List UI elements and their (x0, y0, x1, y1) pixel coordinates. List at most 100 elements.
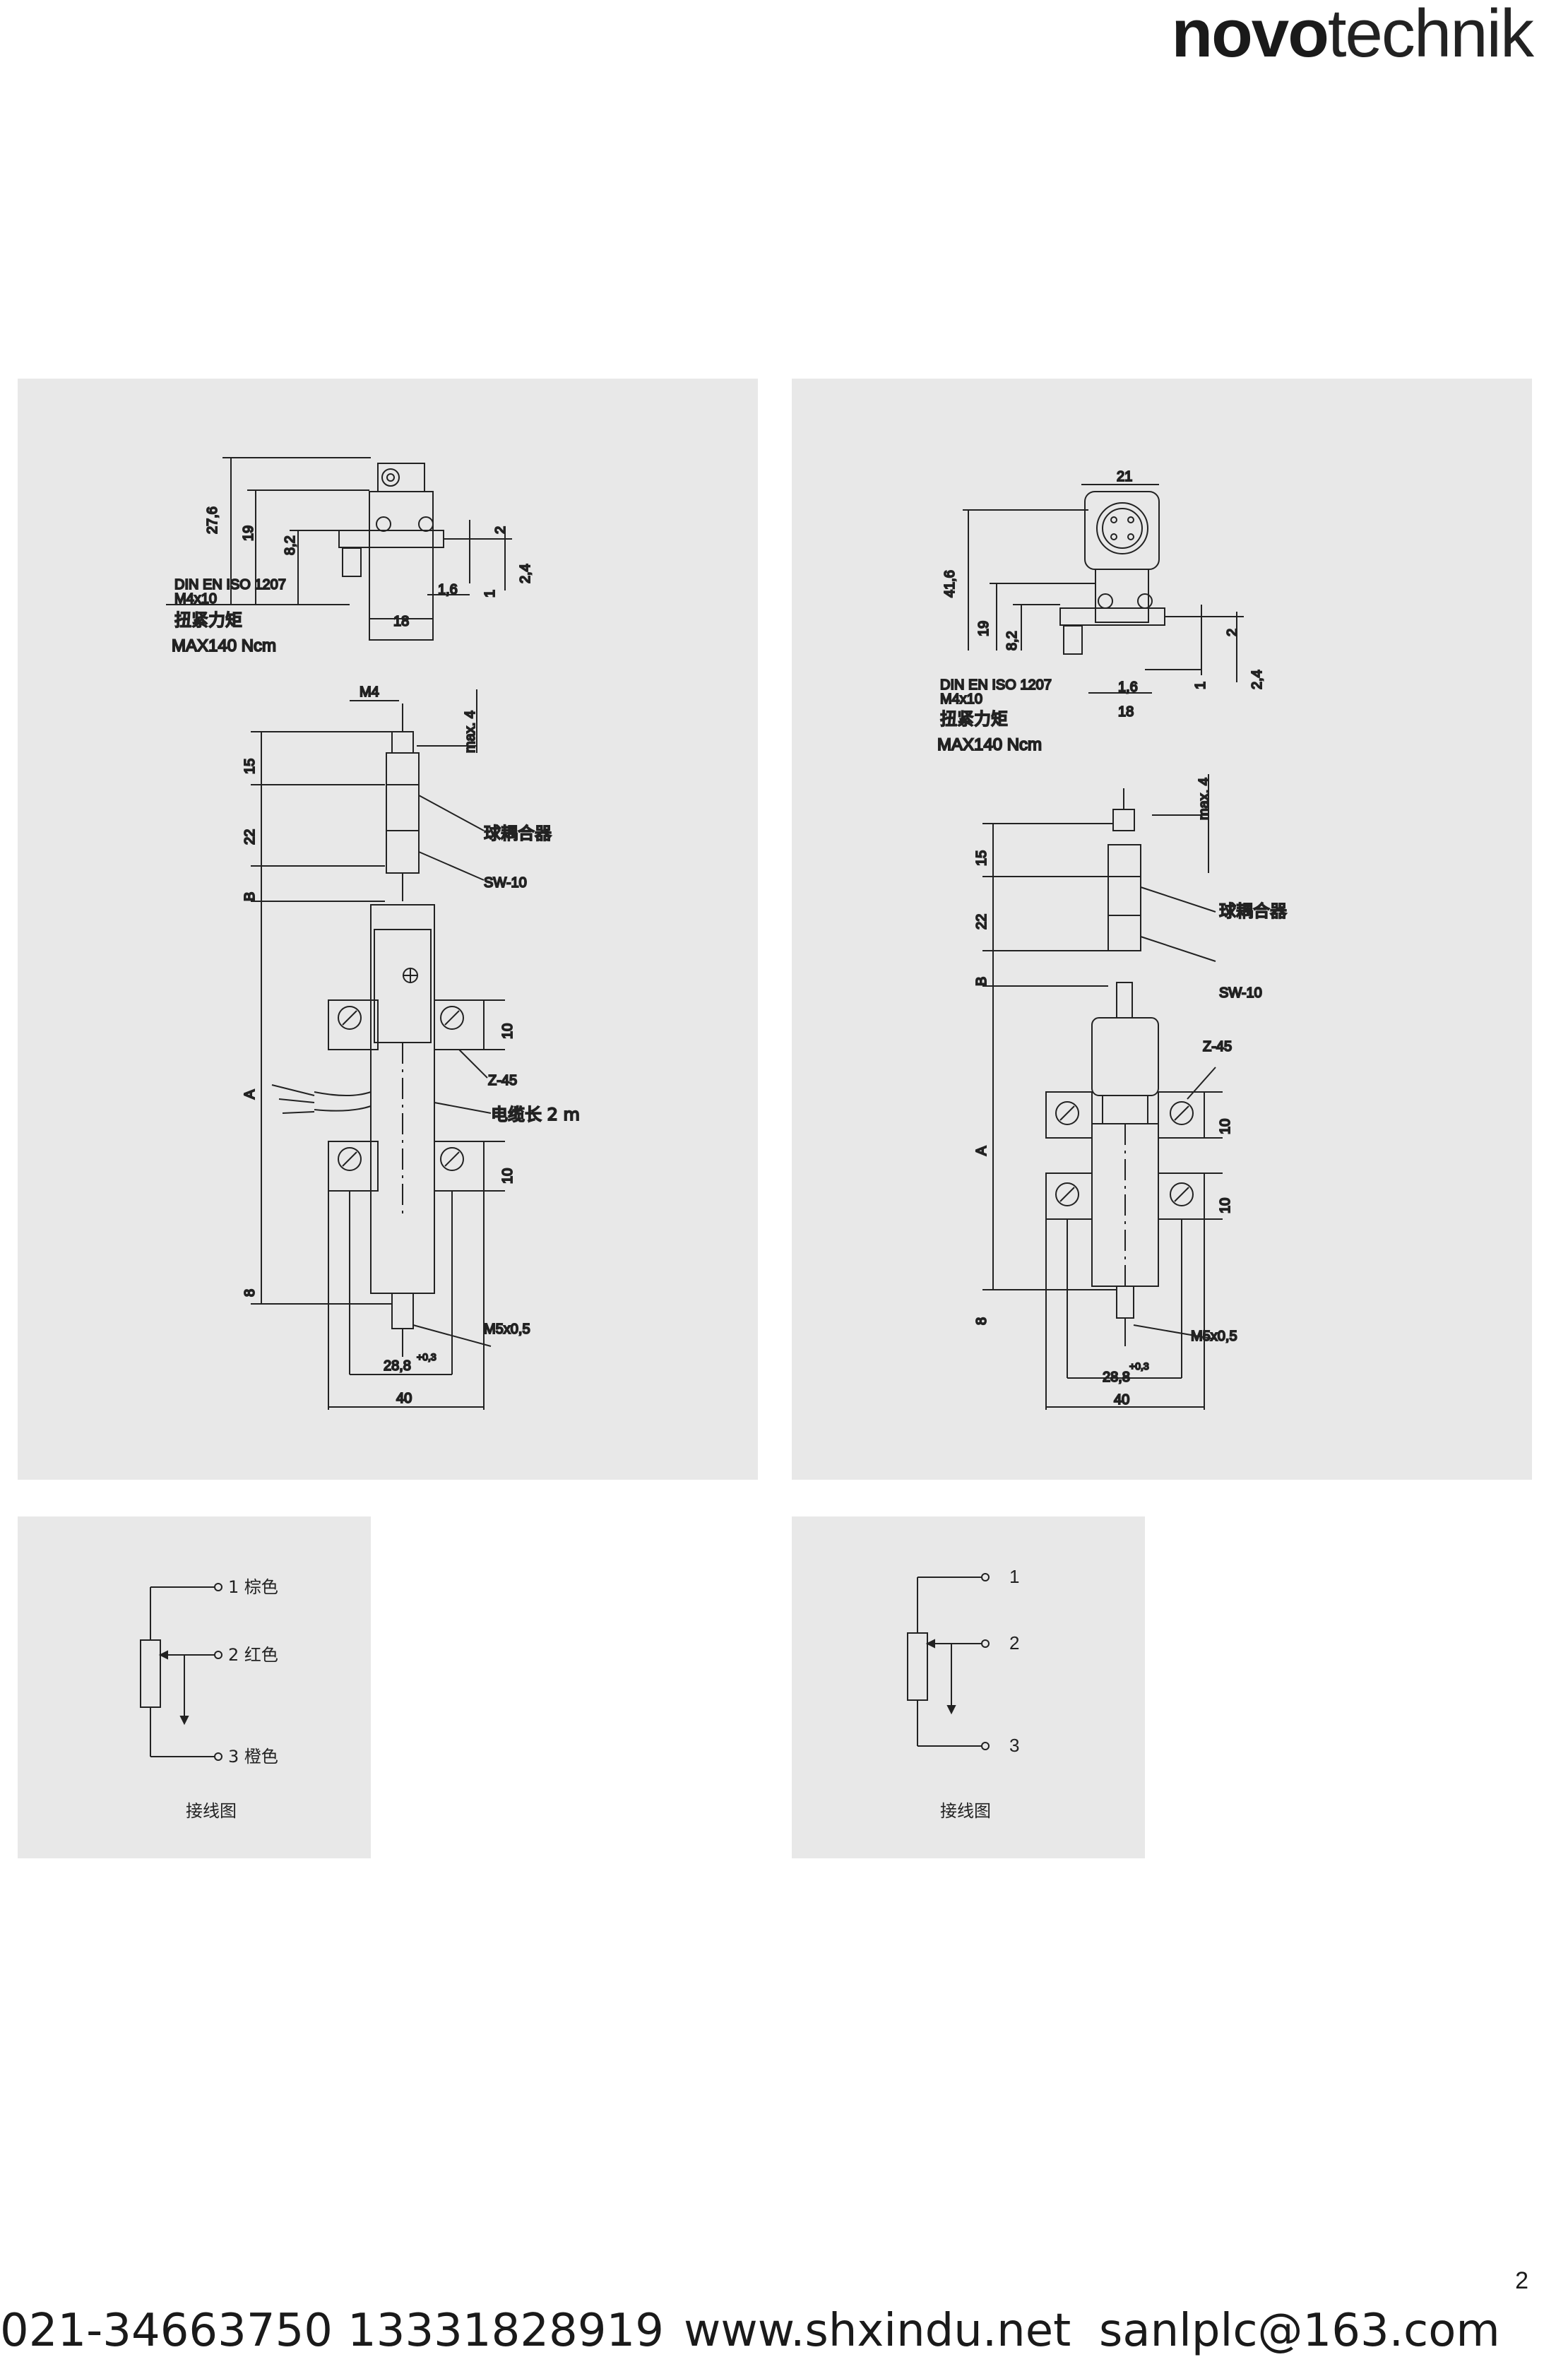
dim-tolerance: +0,3 (417, 1351, 436, 1362)
brand-bold: novo (1171, 0, 1329, 71)
left-technical-drawing: 27,6 19 8,2 2 2,4 1 1,6 18 DIN EN ISO 12… (166, 457, 581, 1410)
torque-label: 扭紧力矩 (940, 709, 1008, 729)
potentiometer (140, 1639, 161, 1708)
right-wiring-panel: 1 2 3 接线图 (792, 1516, 1145, 1858)
neck (1102, 1095, 1148, 1124)
clamp-bar (338, 530, 444, 548)
potentiometer (907, 1632, 928, 1701)
torque-value: MAX140 Ncm (937, 735, 1042, 754)
mount-lower-left (1045, 1172, 1093, 1220)
bolt-1 (376, 516, 391, 532)
brand-logo: novotechnik (1171, 0, 1534, 71)
cable-label: 电缆长 2 m (491, 1105, 580, 1124)
dim-27-6: 27,6 (205, 506, 220, 534)
dim-b: B (974, 977, 990, 986)
dim-41-6: 41,6 (942, 570, 958, 598)
mount-lower-left (328, 1141, 379, 1192)
pin (1110, 516, 1117, 523)
dim-8-2: 8,2 (283, 535, 298, 555)
website-link[interactable]: www.shxindu.net (684, 2305, 1071, 2357)
terminal-3 (214, 1752, 222, 1761)
dim-1: 1 (1193, 682, 1208, 689)
rod-end (342, 547, 362, 577)
right-technical-drawing: 21 41,6 19 8,2 2 2,4 1 1,6 18 DIN EN ISO… (937, 468, 1288, 1410)
bottom-thread (1116, 1286, 1134, 1319)
mount-screw (1170, 1101, 1194, 1125)
mount-screw (440, 1147, 464, 1171)
dim-tolerance: +0,3 (1129, 1360, 1149, 1372)
torque-value: MAX140 Ncm (172, 636, 276, 655)
pin-1-label: 1 (1009, 1566, 1019, 1587)
mount-screw (338, 1147, 362, 1171)
terminal-2 (214, 1651, 222, 1659)
mount-upper-left (328, 999, 379, 1050)
ball-coupling-label: 球耦合器 (1219, 901, 1287, 921)
screw-hole (381, 468, 400, 487)
z-label: Z-45 (488, 1073, 517, 1088)
phone-2: 13331828919 (348, 2305, 664, 2357)
torque-label: 扭紧力矩 (174, 610, 242, 630)
mount-screw (440, 1006, 464, 1030)
dim-max-4: max. 4 (1196, 778, 1212, 820)
dim-18: 18 (1118, 704, 1134, 720)
dim-22: 22 (974, 914, 990, 930)
pin-2-label: 2 红色 (228, 1645, 278, 1665)
bolt-1 (1098, 593, 1113, 609)
dim-1-6: 1,6 (438, 582, 458, 598)
pin-2-label: 2 (1009, 1632, 1019, 1654)
screw-label: M4x10 (174, 591, 217, 607)
bolt-2 (1137, 593, 1153, 609)
dim-a: A (242, 1089, 258, 1099)
rod-end (1063, 625, 1083, 655)
z-label: Z-45 (1203, 1039, 1232, 1055)
left-wiring-panel: 1 棕色 2 红色 3 橙色 接线图 (18, 1516, 371, 1858)
ball-coupling-label: 球耦合器 (484, 824, 552, 843)
connector-block (377, 463, 425, 492)
terminal-3 (981, 1742, 990, 1750)
dim-40: 40 (396, 1391, 412, 1406)
right-wiring-diagram: 1 2 3 接线图 (907, 1566, 1019, 1821)
dim-10-upper: 10 (500, 1023, 516, 1039)
left-wiring-diagram: 1 棕色 2 红色 3 橙色 接线图 (140, 1577, 278, 1821)
mount-screw (1055, 1182, 1079, 1206)
shaft (1116, 982, 1133, 1019)
dim-19: 19 (241, 526, 256, 541)
dim-22: 22 (242, 829, 258, 845)
cable (314, 1091, 372, 1096)
dim-b: B (242, 892, 258, 901)
page-number: 2 (1515, 2267, 1528, 2294)
pin-3-label: 3 橙色 (228, 1747, 278, 1767)
email-link[interactable]: sanlplc@163.com (1099, 2305, 1500, 2357)
sw-label: SW-10 (484, 875, 527, 891)
dim-40: 40 (1114, 1392, 1129, 1408)
wiring-caption: 接线图 (186, 1801, 237, 1821)
connector (1096, 502, 1148, 554)
dim-2-4: 2,4 (1249, 670, 1265, 689)
bottom-thread (391, 1293, 414, 1329)
mount-lower-right (434, 1141, 485, 1192)
dim-28-8: 28,8 (384, 1358, 411, 1374)
standard-label: DIN EN ISO 1207 (174, 577, 286, 593)
mount-upper-right (434, 999, 485, 1050)
bolt-2 (418, 516, 434, 532)
dim-8: 8 (974, 1317, 990, 1325)
brand-light: technik (1327, 0, 1534, 71)
dim-2: 2 (493, 526, 509, 534)
right-drawing-panel: 21 41,6 19 8,2 2 2,4 1 1,6 18 DIN EN ISO… (792, 379, 1532, 1480)
phone-1: 021-34663750 (0, 2305, 333, 2357)
dim-19: 19 (976, 621, 992, 636)
dim-1: 1 (482, 590, 498, 598)
dim-15: 15 (242, 759, 258, 774)
pin-3-label: 3 (1009, 1735, 1019, 1756)
pin (1127, 516, 1134, 523)
thread-label: M5x0,5 (1191, 1329, 1237, 1344)
pin-1-label: 1 棕色 (228, 1577, 278, 1597)
nut (1112, 809, 1135, 831)
dim-21: 21 (1117, 469, 1132, 485)
dim-1-6: 1,6 (1118, 679, 1138, 695)
wiring-caption: 接线图 (940, 1801, 991, 1821)
coupling (1107, 844, 1141, 951)
mount-screw (1055, 1101, 1079, 1125)
terminal-2 (981, 1639, 990, 1648)
mount-screw (1170, 1182, 1194, 1206)
